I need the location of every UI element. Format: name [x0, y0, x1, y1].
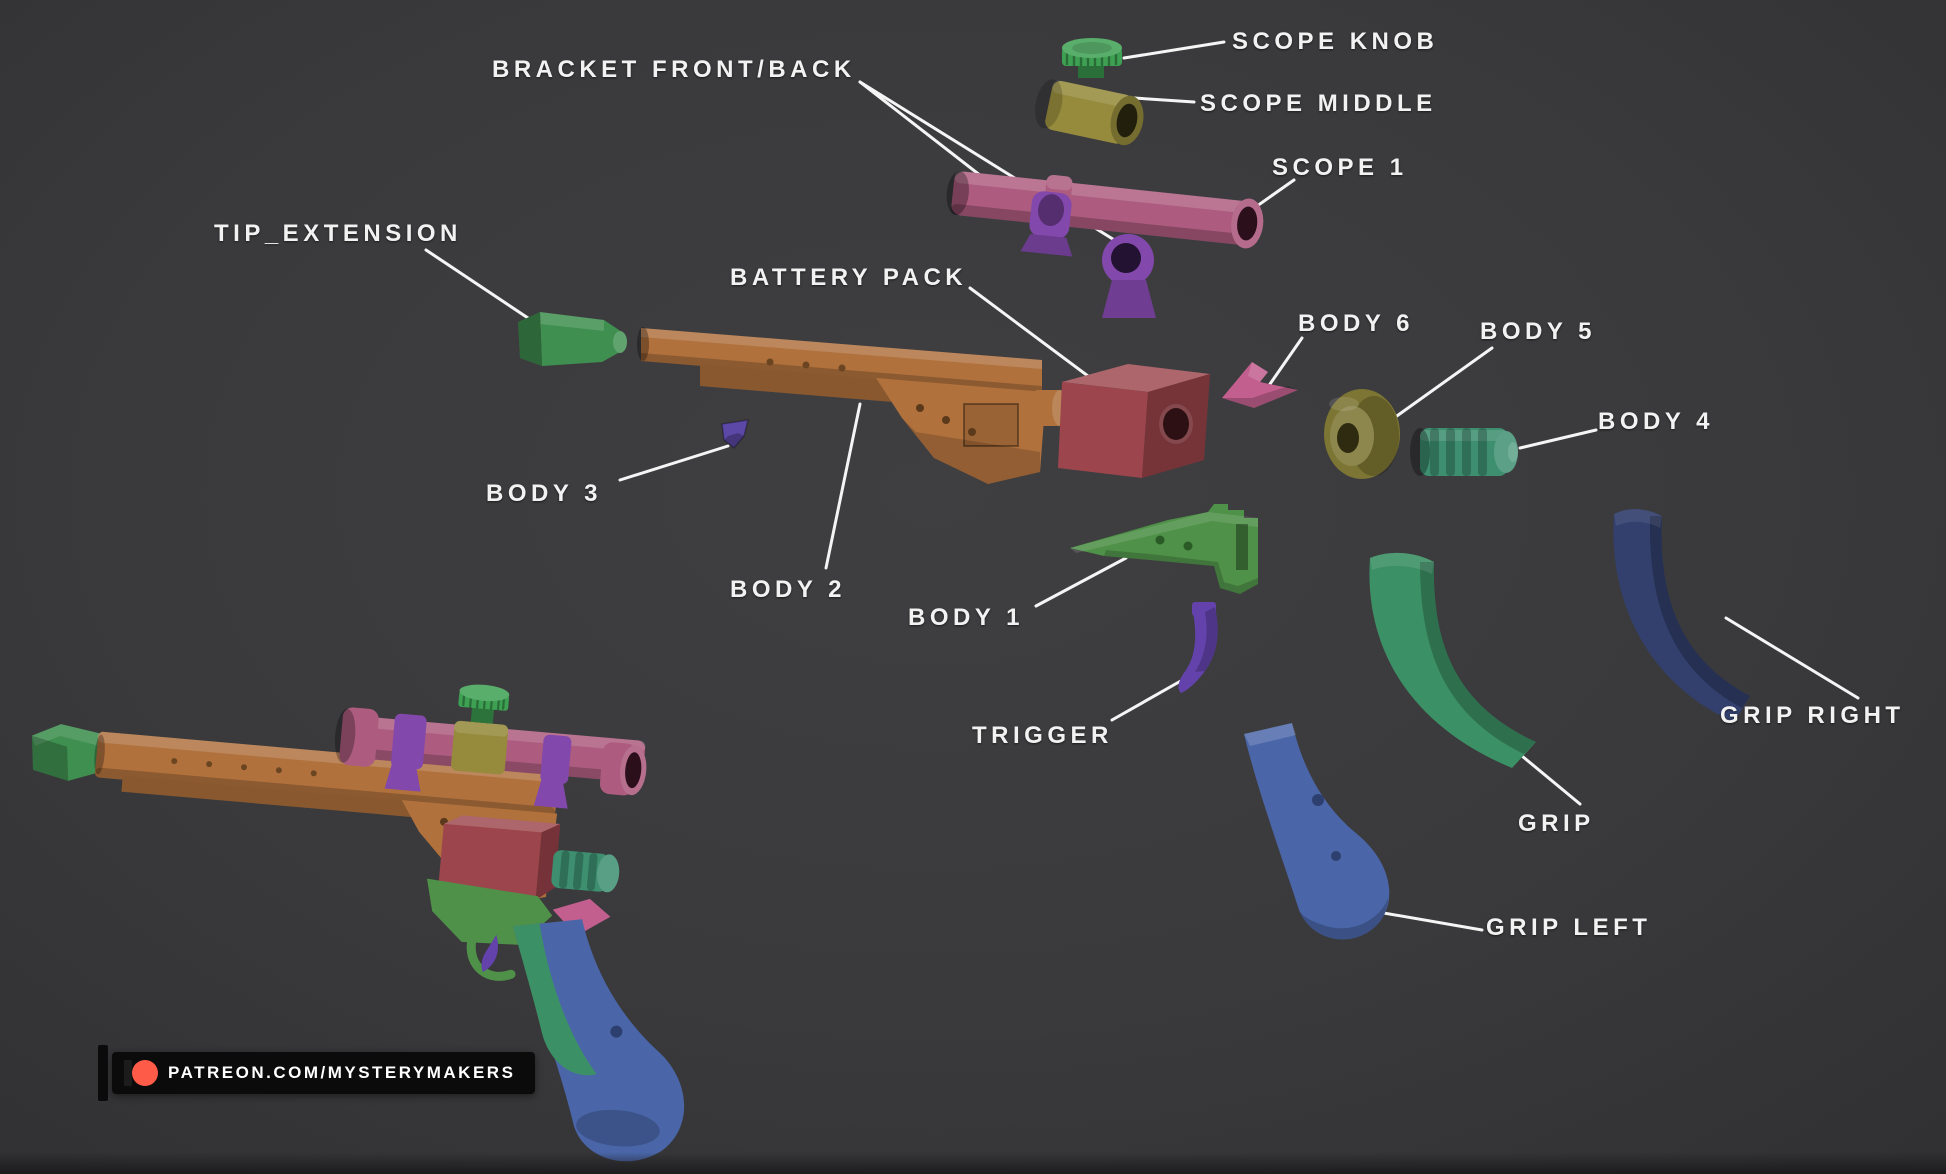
leader-line-scope-knob	[1122, 40, 1226, 60]
label-bracket-front-back: BRACKET FRONT/BACK	[492, 56, 856, 83]
leader-line-body-3	[618, 444, 730, 482]
part-body-1	[1070, 504, 1258, 594]
label-grip: GRIP	[1518, 810, 1595, 837]
label-body-3: BODY 3	[486, 480, 602, 507]
part-body-3	[721, 419, 750, 450]
leader-line-body-4	[1518, 428, 1598, 450]
part-body-5	[1324, 389, 1400, 479]
leader-line-trigger	[1110, 676, 1188, 722]
leader-line-grip	[1520, 754, 1582, 806]
leader-line-grip-left	[1376, 910, 1484, 932]
leader-line-body-2	[824, 402, 862, 570]
part-bracket-back	[1102, 234, 1156, 318]
label-body-4: BODY 4	[1598, 408, 1714, 435]
part-grip-left	[1244, 723, 1390, 940]
label-grip-left: GRIP LEFT	[1486, 914, 1652, 941]
label-scope-1: SCOPE 1	[1272, 154, 1408, 181]
assembled-trigger	[481, 934, 498, 972]
label-battery-pack: BATTERY PACK	[730, 264, 968, 291]
part-body-2	[637, 327, 1068, 484]
label-body-5: BODY 5	[1480, 318, 1596, 345]
leader-lines	[424, 40, 1860, 932]
label-body-6: BODY 6	[1298, 310, 1414, 337]
part-battery-pack	[1058, 364, 1210, 478]
leader-line-body-6	[1268, 336, 1304, 386]
label-grip-right: GRIP RIGHT	[1720, 702, 1905, 729]
assembled-scope	[334, 684, 647, 809]
label-scope-middle: SCOPE MIDDLE	[1200, 90, 1437, 117]
leader-line-tip-extension	[424, 248, 542, 328]
watermark-text: PATREON.COM/MYSTERYMAKERS	[168, 1063, 516, 1082]
assembled-battery-pack	[437, 815, 561, 901]
label-body-1: BODY 1	[908, 604, 1024, 631]
leader-line-grip-right	[1724, 616, 1860, 700]
part-scope-1	[946, 171, 1264, 249]
part-tip-extension	[518, 312, 627, 366]
assembled-gun	[31, 684, 685, 1162]
assembled-grip	[513, 919, 685, 1162]
label-scope-knob: SCOPE KNOB	[1232, 28, 1439, 55]
leader-line-scope-middle	[1132, 96, 1196, 104]
part-scope-knob	[1062, 38, 1122, 78]
part-bracket-front	[1020, 191, 1073, 257]
assembled-barrel	[94, 731, 559, 818]
part-scope-middle	[1035, 79, 1144, 146]
part-trigger	[1178, 602, 1218, 693]
part-grip	[1369, 552, 1536, 768]
leader-line-battery-pack	[968, 286, 1098, 384]
leader-line-body-1	[1034, 556, 1128, 608]
label-body-2: BODY 2	[730, 576, 846, 603]
patreon-logo-icon	[124, 1059, 158, 1087]
assembled-body-6	[552, 898, 611, 936]
part-body-4	[1410, 428, 1518, 476]
assembled-tip-extension	[31, 724, 102, 781]
part-grip-right	[1613, 508, 1750, 722]
exploded-parts	[518, 38, 1750, 940]
part-body-6	[1222, 362, 1298, 408]
leader-line-body-5	[1392, 346, 1494, 420]
assembled-body-4	[551, 850, 620, 893]
label-trigger: TRIGGER	[972, 722, 1113, 749]
patreon-watermark: PATREON.COM/MYSTERYMAKERS	[97, 1045, 536, 1101]
label-tip-extension: TIP_EXTENSION	[214, 220, 462, 247]
